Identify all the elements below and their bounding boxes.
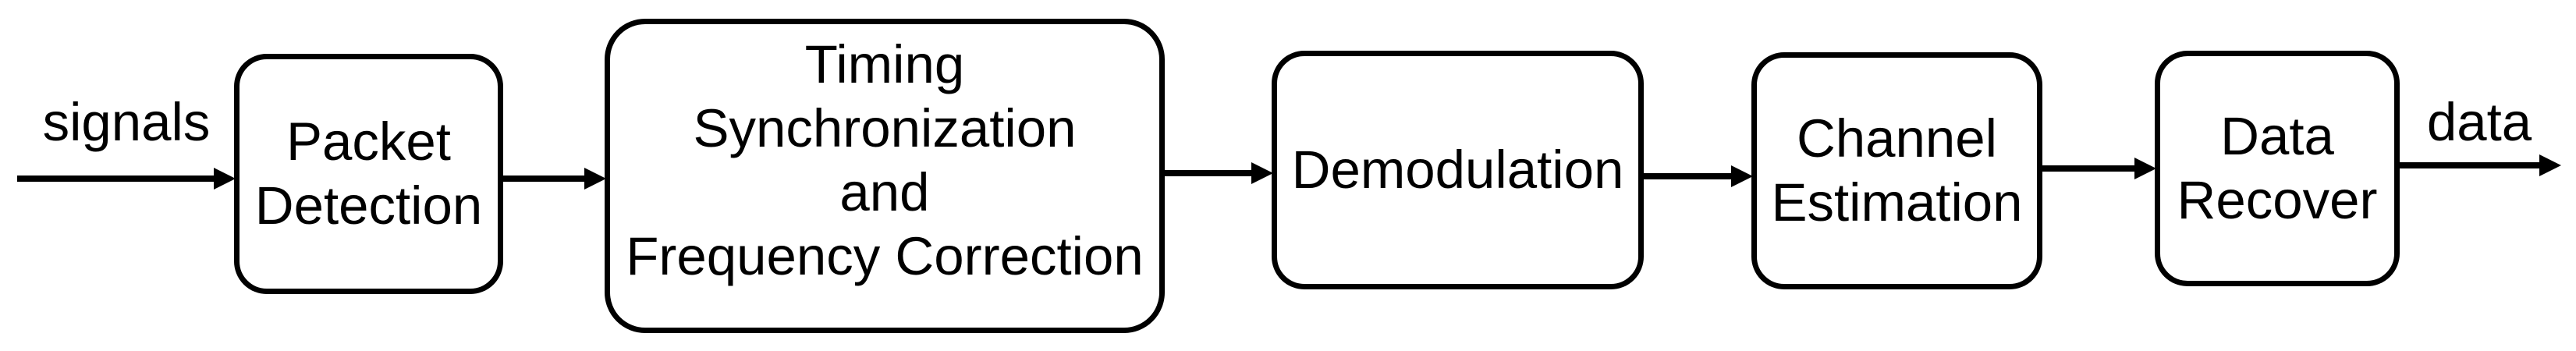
block-packet-detection: Packet Detection <box>234 54 503 294</box>
block-data-recover: Data Recover <box>2155 51 2400 286</box>
arrow-shaft <box>1641 173 1731 179</box>
input-signals-label: signals <box>42 92 211 152</box>
arrow-shaft <box>2039 165 2134 172</box>
block-demodulation-label: Demodulation <box>1291 140 1624 200</box>
arrow-shaft <box>2397 162 2539 168</box>
arrowhead-icon <box>2539 154 2561 176</box>
block-channel-estimation-label: Channel Estimation <box>1771 108 2023 232</box>
arrowhead-icon <box>2134 158 2156 179</box>
block-timing-sync-frequency-correction-label: Timing Synchronization and Frequency Cor… <box>626 34 1144 286</box>
arrow-shaft <box>1162 170 1251 176</box>
arrowhead-icon <box>1251 162 1273 184</box>
block-data-recover-label: Data Recover <box>2177 106 2378 230</box>
arrow-shaft <box>500 176 584 182</box>
block-timing-sync-frequency-correction: Timing Synchronization and Frequency Cor… <box>605 19 1165 333</box>
block-demodulation: Demodulation <box>1272 51 1644 289</box>
block-channel-estimation: Channel Estimation <box>1751 52 2042 289</box>
arrowhead-icon <box>584 168 606 190</box>
block-packet-detection-label: Packet Detection <box>254 112 483 236</box>
arrowhead-icon <box>1731 165 1753 187</box>
arrow-shaft <box>17 176 214 182</box>
arrowhead-icon <box>214 168 236 190</box>
output-data-label: data <box>2426 92 2532 152</box>
